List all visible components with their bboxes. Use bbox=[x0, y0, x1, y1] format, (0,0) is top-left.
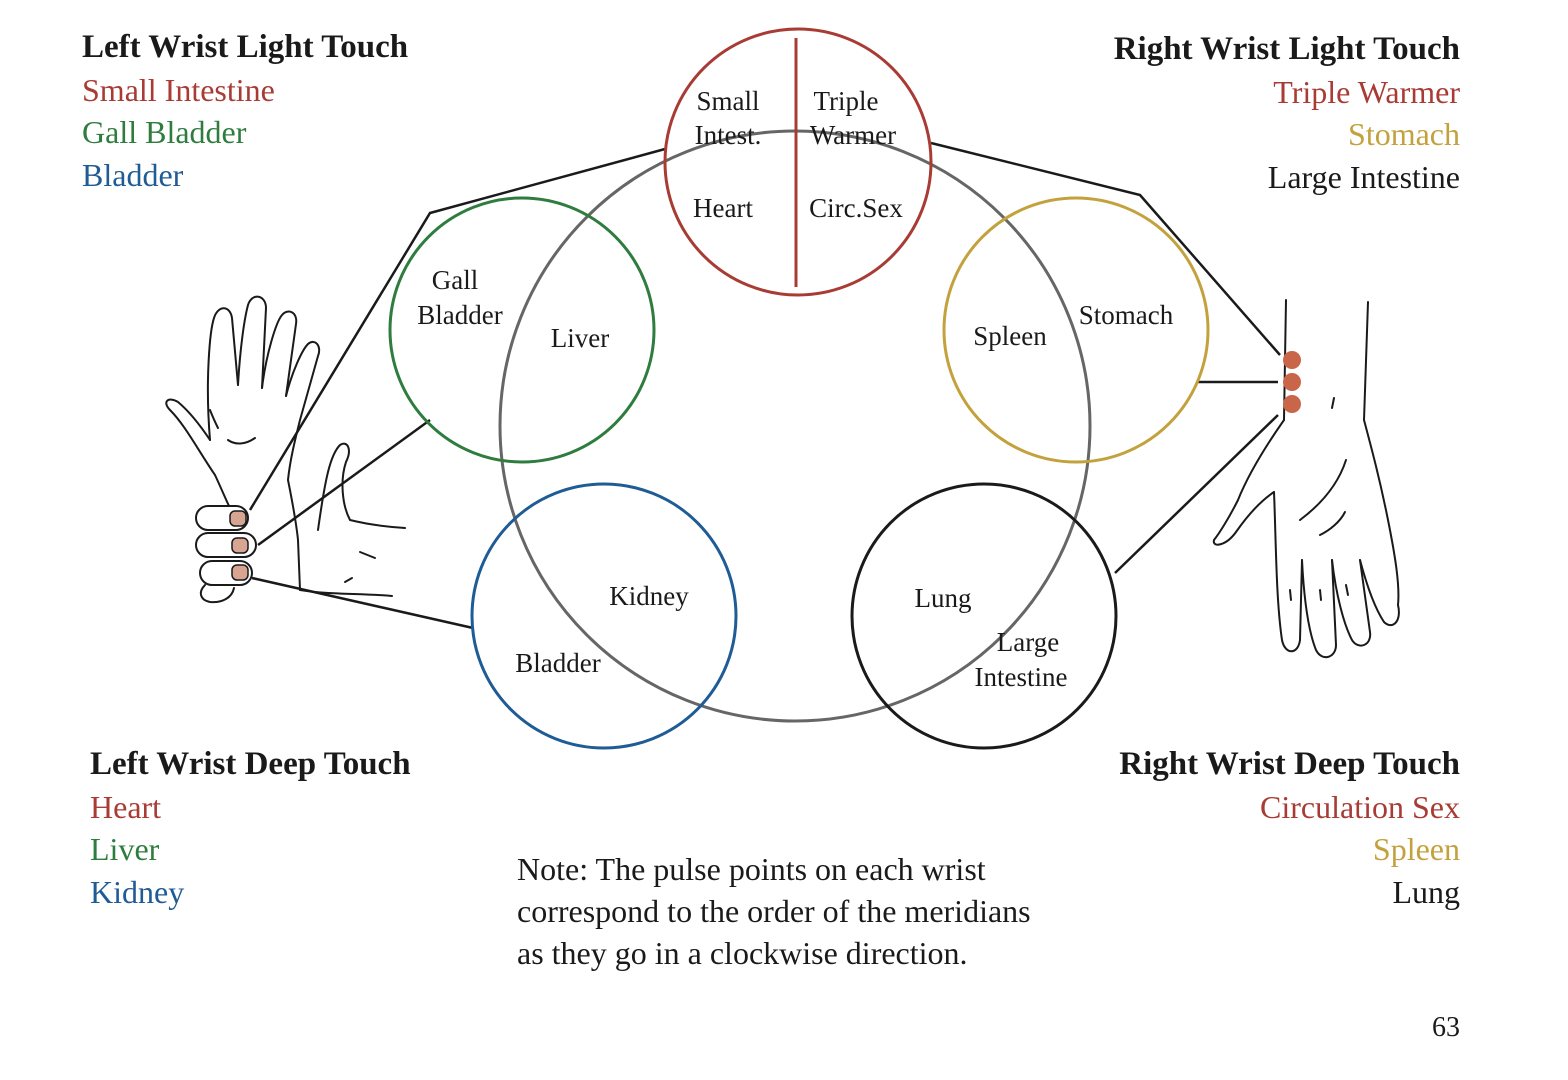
wood-circle-outline bbox=[388, 196, 656, 464]
label-heart: Heart bbox=[693, 193, 753, 223]
left-hand-pulse-fingertips bbox=[229, 510, 249, 581]
label-circ-sex: Circ.Sex bbox=[809, 193, 903, 223]
legend-item-triple-warmer: Triple Warmer bbox=[1273, 73, 1460, 110]
left-wrist-deep-touch-legend: Left Wrist Deep Touch Heart Liver Kidney bbox=[90, 743, 411, 913]
legend-item-circulation-sex: Circulation Sex bbox=[1260, 788, 1460, 825]
label-bladder: Bladder bbox=[515, 648, 600, 678]
note-line-3: as they go in a clockwise direction. bbox=[517, 935, 968, 971]
right-wrist-pulse-points bbox=[1283, 351, 1301, 413]
fingertip-middle bbox=[231, 537, 249, 554]
label-kidney: Kidney bbox=[609, 581, 689, 611]
label-spleen: Spleen bbox=[973, 321, 1047, 351]
metal-circle: Lung Large Intestine bbox=[850, 482, 1118, 750]
water-circle-outline bbox=[470, 482, 738, 750]
legend-item-stomach: Stomach bbox=[1348, 116, 1460, 152]
page-number: 63 bbox=[1432, 1012, 1460, 1043]
water-circle: Kidney Bladder bbox=[470, 482, 738, 750]
fingertip-light bbox=[229, 510, 247, 527]
legend-item-lung: Lung bbox=[1392, 873, 1460, 910]
legend-heading: Right Wrist Deep Touch bbox=[1119, 746, 1460, 782]
right-wrist-light-touch-legend: Right Wrist Light Touch Triple Warmer St… bbox=[1114, 28, 1460, 198]
label-small-intestine-line1: Small bbox=[696, 86, 759, 116]
legend-item-bladder: Bladder bbox=[82, 156, 184, 193]
pulse-point-light bbox=[1283, 351, 1301, 369]
label-triple-warmer-line2: Warmer bbox=[810, 120, 896, 150]
right-hand-illustration bbox=[1212, 299, 1400, 659]
legend-heading: Left Wrist Light Touch bbox=[82, 29, 409, 65]
wood-circle: Gall Bladder Liver bbox=[388, 196, 656, 464]
fire-circle: Small Intest. Triple Warmer Heart Circ.S… bbox=[663, 27, 933, 297]
fire-circle-outline bbox=[663, 27, 933, 297]
legend-item-heart: Heart bbox=[90, 788, 162, 825]
label-large-intestine-line2: Intestine bbox=[975, 662, 1068, 692]
label-gall-bladder-line2: Bladder bbox=[417, 300, 502, 330]
fingertip-deep bbox=[231, 564, 249, 581]
connector-right-deep bbox=[1114, 414, 1279, 574]
earth-circle: Spleen Stomach bbox=[942, 196, 1210, 464]
label-small-intestine-line2: Intest. bbox=[695, 120, 762, 150]
legend-heading: Right Wrist Light Touch bbox=[1113, 31, 1460, 67]
legend-heading: Left Wrist Deep Touch bbox=[90, 746, 411, 782]
right-wrist-deep-touch-legend: Right Wrist Deep Touch Circulation Sex S… bbox=[1119, 743, 1460, 913]
pulse-point-middle bbox=[1283, 373, 1301, 391]
legend-item-large-intestine: Large Intestine bbox=[1267, 158, 1460, 195]
label-stomach: Stomach bbox=[1079, 300, 1174, 330]
left-wrist-light-touch-legend: Left Wrist Light Touch Small Intestine G… bbox=[82, 26, 408, 196]
note-line-1: Note: The pulse points on each wrist bbox=[517, 851, 986, 887]
pulse-point-deep bbox=[1283, 395, 1301, 413]
metal-circle-outline bbox=[850, 482, 1118, 750]
connector-left-light bbox=[248, 147, 666, 511]
connector-lines bbox=[248, 141, 1281, 630]
label-gall-bladder-line1: Gall bbox=[432, 265, 479, 295]
label-triple-warmer-line1: Triple bbox=[813, 86, 878, 116]
earth-circle-outline bbox=[942, 196, 1210, 464]
note-line-2: correspond to the order of the meridians bbox=[517, 893, 1031, 929]
connector-left-deep bbox=[251, 576, 474, 630]
legend-item-small-intestine: Small Intestine bbox=[82, 71, 275, 108]
connector-left-middle bbox=[257, 418, 431, 547]
legend-item-kidney: Kidney bbox=[90, 873, 185, 910]
legend-item-liver: Liver bbox=[90, 831, 160, 867]
label-lung: Lung bbox=[915, 583, 972, 613]
legend-item-gall-bladder: Gall Bladder bbox=[82, 114, 247, 150]
diagram-note: Note: The pulse points on each wrist cor… bbox=[517, 848, 1117, 974]
connector-right-light bbox=[930, 141, 1281, 356]
label-large-intestine-line1: Large bbox=[997, 627, 1059, 657]
label-liver: Liver bbox=[551, 323, 609, 353]
legend-item-spleen: Spleen bbox=[1372, 831, 1460, 867]
